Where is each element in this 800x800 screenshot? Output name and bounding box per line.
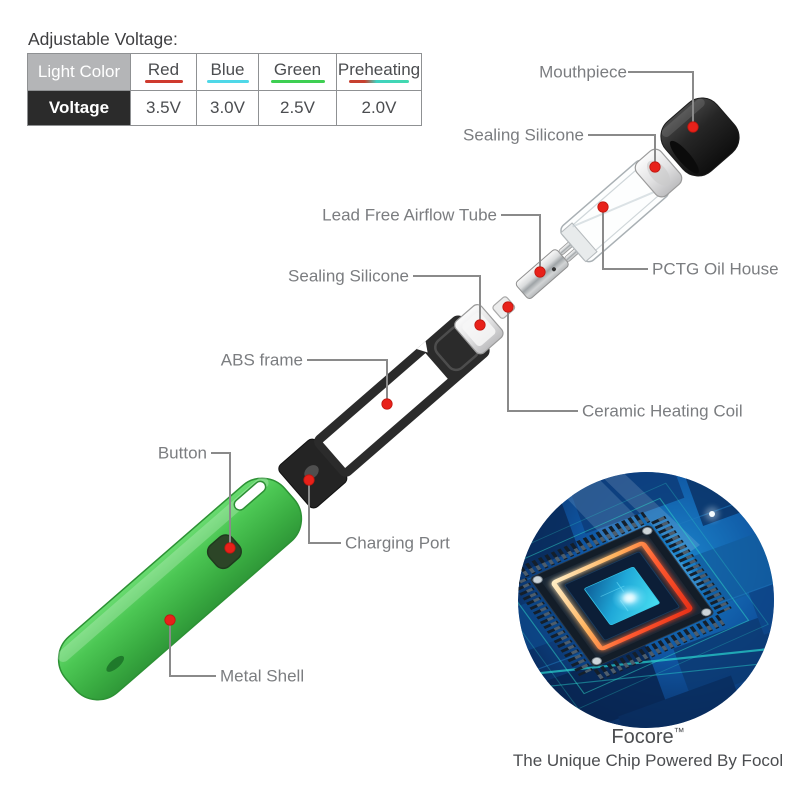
part-label-airflow-tube: Lead Free Airflow Tube xyxy=(322,205,497,225)
marker-dot-abs-frame xyxy=(381,398,393,410)
voltage-cell-blue: 3.0V xyxy=(196,90,259,126)
leader-line-abs-frame xyxy=(307,359,388,399)
part-label-sealing-silicone-top: Sealing Silicone xyxy=(463,125,584,145)
table-row-voltage: Voltage 3.5V 3.0V 2.5V 2.0V xyxy=(27,90,422,126)
leader-line-silicone-mid xyxy=(413,275,481,320)
metal-shell-part xyxy=(57,476,303,701)
shell-top-slot xyxy=(233,480,267,511)
part-label-charging-port: Charging Port xyxy=(345,533,450,553)
leader-line-button xyxy=(211,452,231,543)
light-color-header-cell: Light Color xyxy=(27,53,131,91)
blue-underline xyxy=(206,80,249,84)
marker-dot-button xyxy=(224,542,236,554)
marker-dot-silicone-mid xyxy=(474,319,486,331)
light-color-cell-green: Green xyxy=(258,53,337,91)
part-label-mouthpiece: Mouthpiece xyxy=(539,62,627,82)
part-label-sealing-silicone-mid: Sealing Silicone xyxy=(288,266,409,286)
leader-line-oil-house xyxy=(602,212,648,270)
leader-line-charging-port xyxy=(308,485,341,544)
part-label-metal-shell: Metal Shell xyxy=(220,666,305,686)
leader-lines xyxy=(169,71,694,677)
part-label-abs-frame: ABS frame xyxy=(220,350,303,370)
mouthpiece-part xyxy=(660,97,740,177)
marker-dot-silicone-top xyxy=(649,161,661,173)
part-label-pctg-oil-house: PCTG Oil House xyxy=(652,259,779,279)
abs-frame-part xyxy=(278,315,490,509)
trademark-symbol: ™ xyxy=(673,726,685,739)
voltage-cell-green: 2.5V xyxy=(258,90,337,126)
marker-dot-metal-shell xyxy=(164,614,176,626)
voltage-table: Light Color Red Blue Green Preheating Vo… xyxy=(27,53,422,126)
chip-brand-name: Focore™ xyxy=(611,726,685,748)
leader-line-airflow-tube xyxy=(501,214,541,267)
frame-white-interior xyxy=(322,353,448,468)
light-color-cell-blue: Blue xyxy=(196,53,259,91)
part-marker-dots xyxy=(164,121,699,626)
light-color-cell-red: Red xyxy=(130,53,197,91)
marker-dot-oil-house xyxy=(597,201,609,213)
shell-bottom-slot xyxy=(106,655,125,672)
marker-dot-charging-port xyxy=(303,474,315,486)
processor-chip xyxy=(518,482,769,710)
light-color-cell-preheating: Preheating xyxy=(336,53,422,91)
voltage-header-cell: Voltage xyxy=(27,90,131,126)
teal-trace-lines xyxy=(518,647,774,689)
red-underline xyxy=(144,80,183,84)
table-row-light-color: Light Color Red Blue Green Preheating xyxy=(27,53,422,91)
green-underline xyxy=(270,80,325,84)
leader-line-mouthpiece xyxy=(628,71,694,122)
leader-line-ceramic-coil xyxy=(507,312,578,412)
corner-screws xyxy=(532,526,712,666)
marker-dot-mouthpiece xyxy=(687,121,699,133)
part-label-button: Button xyxy=(157,443,207,463)
voltage-cell-red: 3.5V xyxy=(130,90,197,126)
glint-dot xyxy=(709,511,715,517)
leader-line-metal-shell xyxy=(169,625,216,677)
page-title: Adjustable Voltage: xyxy=(28,29,178,49)
marker-dot-coil xyxy=(502,301,514,313)
leader-line-silicone-top xyxy=(588,134,656,162)
marker-dot-airflow-tube xyxy=(534,266,546,278)
part-label-ceramic-coil: Ceramic Heating Coil xyxy=(582,401,743,421)
voltage-cell-preheating: 2.0V xyxy=(336,90,422,126)
preheating-underline xyxy=(349,80,409,84)
chip-caption: The Unique Chip Powered By Focol xyxy=(512,751,784,770)
